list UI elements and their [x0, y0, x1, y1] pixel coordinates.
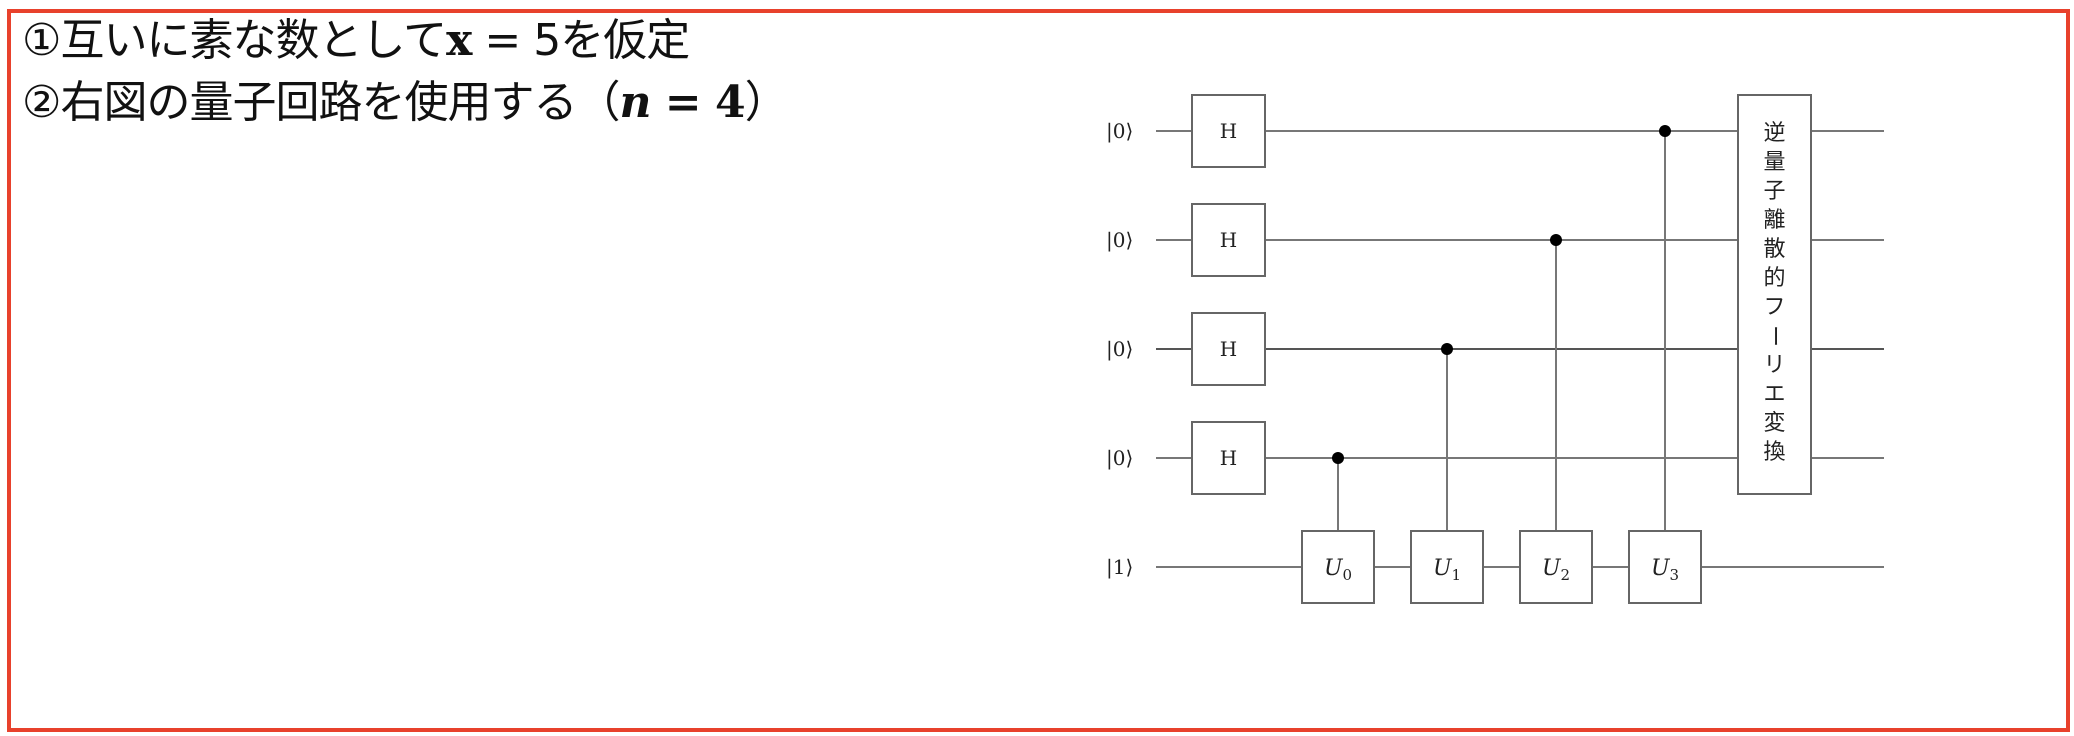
h-gate-q3: H	[1191, 421, 1266, 495]
u-gate-3-sub: 3	[1670, 566, 1680, 584]
control-dot-u0	[1332, 452, 1344, 464]
u-gate-2: U2	[1519, 530, 1593, 604]
marker-2: ②	[22, 77, 61, 128]
marker-1: ①	[22, 15, 61, 66]
u-gate-2-sub: 2	[1561, 566, 1571, 584]
u-gate-1: U1	[1410, 530, 1484, 604]
control-dot-u3	[1659, 125, 1671, 137]
qft-char-3: 離	[1763, 208, 1785, 233]
qft-char-8: リ	[1763, 353, 1785, 378]
hadamard-gates: H H H H	[1191, 94, 1266, 495]
line1-value: 5	[533, 15, 561, 66]
h-gate-q2: H	[1191, 312, 1266, 386]
ket-q3: |0⟩	[1106, 446, 1133, 471]
assumption-line-2: ②右図の量子回路を使用する（n = 4）	[22, 76, 789, 130]
h-gate-q3-label: H	[1220, 446, 1237, 470]
qft-char-7: ー	[1762, 325, 1787, 347]
svg-text:U2: U2	[1542, 556, 1570, 584]
control-lines	[1337, 131, 1666, 531]
line2-close-paren: ）	[744, 77, 789, 128]
qft-char-10: 変	[1763, 411, 1785, 436]
line1-equals: =	[471, 15, 534, 66]
line2-value: 4	[714, 77, 746, 128]
ket-labels: |0⟩ |0⟩ |0⟩ |0⟩ |1⟩	[1106, 119, 1133, 580]
line2-prefix: 右図の量子回路を使用する	[60, 77, 577, 128]
ket-q0: |0⟩	[1106, 119, 1133, 144]
line1-variable: x	[446, 15, 472, 66]
svg-text:U1: U1	[1433, 556, 1461, 584]
svg-text:U0: U0	[1324, 556, 1352, 584]
h-gate-q1-label: H	[1220, 228, 1237, 252]
ket-q1: |0⟩	[1106, 228, 1133, 253]
control-dot-u2	[1550, 234, 1562, 246]
h-gate-q0-label: H	[1220, 119, 1237, 143]
qft-char-0: 逆	[1763, 121, 1785, 146]
inverse-qft-box: 逆 量 子 離 散 的 フ ー リ エ 変 換	[1737, 94, 1812, 495]
u-gate-2-label: U	[1542, 556, 1562, 581]
u-gate-3: U3	[1628, 530, 1702, 604]
line2-open-paren: （	[576, 77, 620, 128]
control-dots	[1332, 125, 1671, 464]
ket-q2: |0⟩	[1106, 337, 1133, 362]
svg-text:U3: U3	[1651, 556, 1679, 584]
unitary-gates: U0 U1 U2 U3	[1301, 530, 1702, 604]
qft-char-6: フ	[1763, 295, 1785, 320]
h-gate-q2-label: H	[1220, 337, 1237, 361]
u-gate-0-sub: 0	[1343, 566, 1353, 584]
line2-variable: n	[619, 77, 651, 128]
ket-ancilla: |1⟩	[1106, 555, 1133, 580]
u-gate-3-label: U	[1651, 556, 1671, 581]
qft-char-4: 散	[1763, 237, 1785, 262]
qft-char-9: エ	[1763, 382, 1785, 407]
assumption-line-1: ①互いに素な数としてx = 5を仮定	[22, 14, 690, 68]
control-dot-u1	[1441, 343, 1453, 355]
line1-suffix: を仮定	[560, 15, 690, 66]
qft-char-1: 量	[1763, 150, 1785, 175]
u-gate-1-sub: 1	[1452, 566, 1462, 584]
qft-char-2: 子	[1763, 179, 1785, 204]
qft-char-5: 的	[1763, 266, 1785, 291]
u-gate-0-label: U	[1324, 556, 1344, 581]
h-gate-q0: H	[1191, 94, 1266, 168]
h-gate-q1: H	[1191, 203, 1266, 277]
u-gate-0: U0	[1301, 530, 1375, 604]
line2-equals: =	[650, 77, 715, 128]
line1-prefix: 互いに素な数として	[60, 15, 447, 66]
highlight-frame	[7, 9, 2070, 732]
qft-char-11: 換	[1763, 440, 1785, 465]
u-gate-1-label: U	[1433, 556, 1453, 581]
